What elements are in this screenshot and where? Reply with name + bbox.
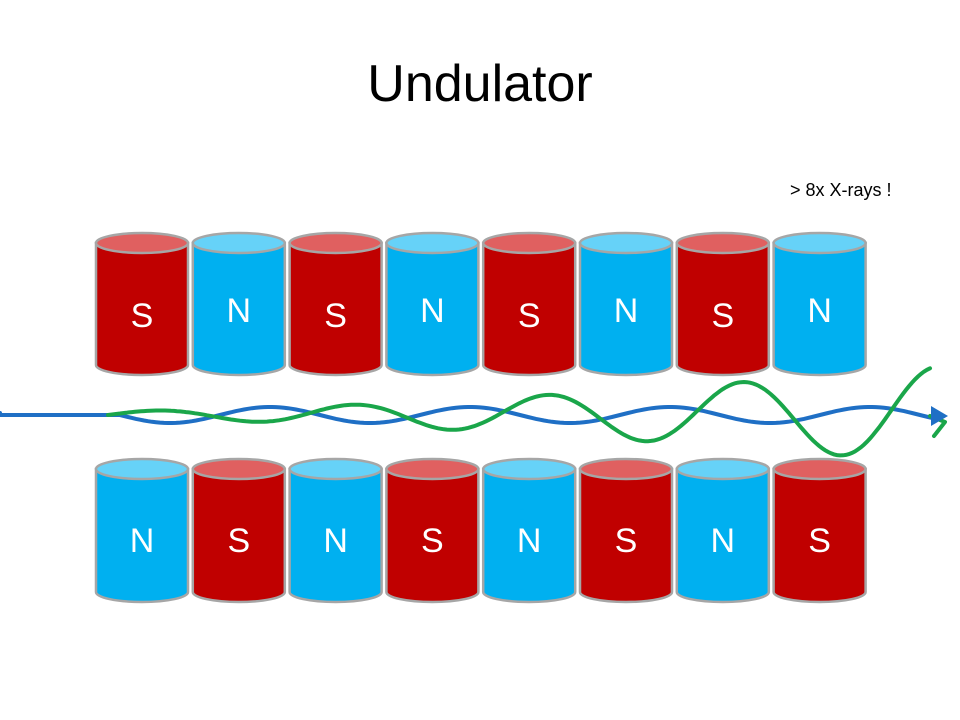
pole-label-north: N	[807, 292, 832, 330]
top-row-magnet-south: S	[675, 231, 771, 377]
magnet-body	[94, 467, 190, 604]
pole-label-south: S	[518, 297, 541, 335]
magnet-body	[675, 467, 771, 604]
magnet-top-face	[772, 457, 867, 481]
magnet-top-face	[578, 457, 674, 481]
magnet-top-face	[385, 231, 480, 255]
magnet-top-face	[191, 231, 287, 255]
xray-note: > 8x X-rays !	[790, 180, 892, 200]
top-row-magnet-south: S	[288, 231, 383, 377]
bottom-row-magnet-south: S	[385, 457, 480, 604]
magnet-top-face	[675, 231, 771, 255]
magnet-body	[772, 241, 867, 377]
beam-arrowhead	[931, 406, 948, 426]
bottom-row-magnet-south: S	[191, 457, 287, 604]
diagram-title: Undulator	[367, 55, 593, 113]
magnet-top-face	[578, 231, 674, 255]
magnet-top-face	[385, 457, 480, 481]
pole-label-north: N	[130, 522, 155, 560]
magnet-top-face	[481, 231, 577, 255]
pole-label-south: S	[808, 522, 831, 560]
top-row-magnet-south: S	[481, 231, 577, 377]
bottom-row-magnet-north: N	[481, 457, 577, 604]
electron-beam-path	[0, 405, 934, 425]
bottom-row-magnet-north: N	[675, 457, 771, 604]
top-row-magnet-north: N	[191, 231, 287, 377]
magnet-body	[191, 467, 287, 604]
pole-label-south: S	[615, 522, 638, 560]
pole-label-north: N	[227, 292, 252, 330]
magnet-body	[578, 241, 674, 377]
pole-label-north: N	[323, 522, 348, 560]
magnet-body	[288, 467, 383, 604]
bottom-row-magnet-north: N	[94, 457, 190, 604]
pole-label-north: N	[420, 292, 445, 330]
bottom-row-magnet-south: S	[578, 457, 674, 604]
pole-label-south: S	[131, 297, 154, 335]
pole-label-south: S	[711, 297, 734, 335]
magnet-body	[288, 241, 383, 377]
top-row-magnet-north: N	[578, 231, 674, 377]
magnet-top-face	[481, 457, 577, 481]
magnet-body	[385, 241, 480, 377]
magnet-top-face	[191, 457, 287, 481]
pole-label-north: N	[614, 292, 639, 330]
magnet-top-face	[772, 231, 867, 255]
magnet-body	[385, 467, 480, 604]
top-row-magnet-north: N	[772, 231, 867, 377]
pole-label-south: S	[421, 522, 444, 560]
magnet-body	[191, 241, 287, 377]
magnet-top-face	[288, 457, 383, 481]
magnet-body	[675, 241, 771, 377]
emitted-wave-path	[106, 366, 932, 458]
magnet-top-face	[94, 231, 190, 255]
pole-label-south: S	[324, 297, 347, 335]
top-row-magnet-north: N	[385, 231, 480, 377]
magnet-top-face	[94, 457, 190, 481]
top-row-magnet-south: S	[94, 231, 190, 377]
pole-label-north: N	[517, 522, 542, 560]
magnet-top-face	[675, 457, 771, 481]
magnet-body	[481, 241, 577, 377]
magnet-top-face	[288, 231, 383, 255]
magnet-body	[772, 467, 867, 604]
bottom-row-magnet-south: S	[772, 457, 867, 604]
magnet-body	[94, 241, 190, 377]
bottom-row-magnet-north: N	[288, 457, 383, 604]
magnet-body	[481, 467, 577, 604]
magnet-body	[578, 467, 674, 604]
pole-label-north: N	[711, 522, 736, 560]
pole-label-south: S	[227, 522, 250, 560]
